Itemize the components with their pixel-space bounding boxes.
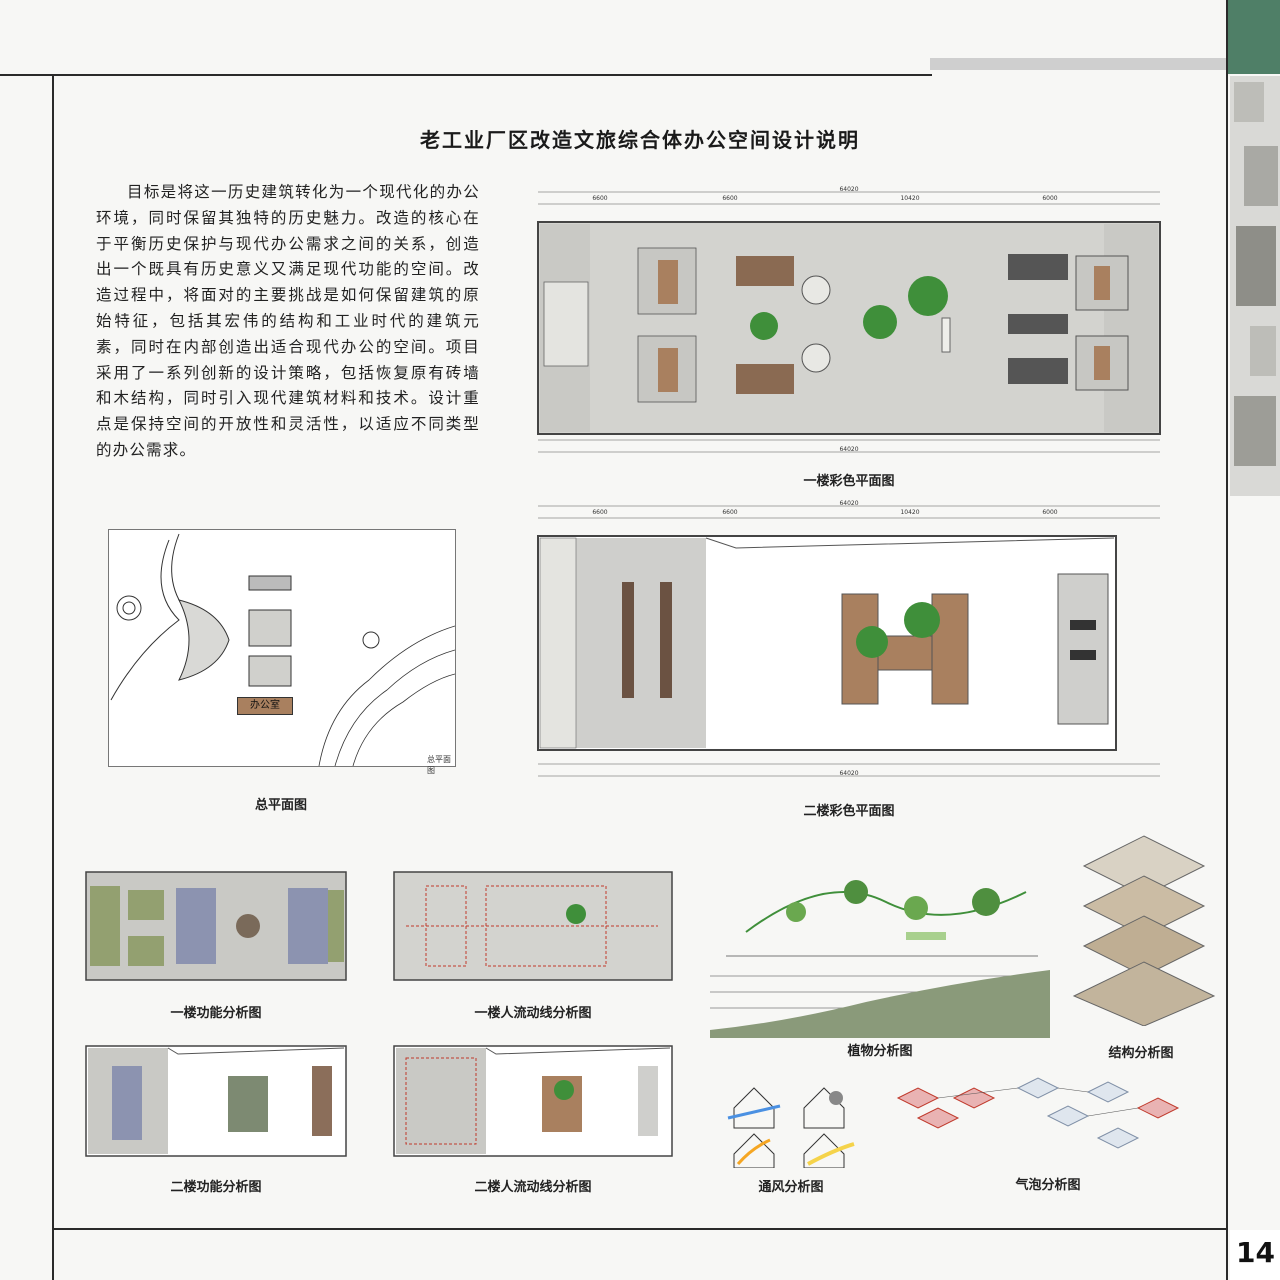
- dim-total-bottom: 64020: [839, 446, 858, 453]
- frame-top-grey-bar: [930, 58, 1226, 70]
- floor2-circulation-analysis: 二楼人流动线分析图: [386, 1030, 680, 1195]
- floor2-function-caption: 二楼功能分析图: [170, 1180, 262, 1195]
- dim-span-b: 10420: [900, 509, 919, 516]
- floor1-color-plan-caption: 一楼彩色平面图: [803, 474, 895, 489]
- page-number-box: [1230, 1230, 1280, 1280]
- dim-span-c: 6000: [1042, 509, 1057, 516]
- ventilation-analysis-caption: 通风分析图: [758, 1180, 824, 1195]
- site-plan: 办公室 总平面图: [108, 529, 456, 775]
- floor1-circulation-analysis: 一楼人流动线分析图: [386, 856, 680, 1021]
- floor1-function-analysis: 一楼功能分析图: [78, 856, 354, 1021]
- dim-span-a-2: 6600: [722, 195, 737, 202]
- ventilation-analysis: 通风分析图: [724, 1068, 858, 1195]
- structure-analysis-caption: 结构分析图: [1108, 1046, 1174, 1061]
- neighbor-page-strip: [1230, 76, 1280, 496]
- site-plan-small-label: 总平面图: [427, 755, 451, 775]
- plant-analysis: 植物分析图: [706, 852, 1054, 1059]
- floor2-color-plan: 64020 64020 6600 6600 10420 6000 二楼彩色平面图: [530, 500, 1168, 819]
- site-plan-office-label: 办公室: [237, 697, 293, 715]
- frame-top-line: [52, 74, 932, 76]
- frame-top-left-line: [0, 74, 52, 76]
- page-title: 老工业厂区改造文旅综合体办公空间设计说明: [420, 128, 860, 152]
- frame-bottom-line: [52, 1228, 1227, 1230]
- floor2-circulation-caption: 二楼人流动线分析图: [474, 1180, 592, 1195]
- floor2-function-analysis: 二楼功能分析图: [78, 1030, 354, 1195]
- dim-span-a-2: 6600: [722, 509, 737, 516]
- site-plan-caption: 总平面图: [254, 798, 307, 813]
- floor1-circulation-caption: 一楼人流动线分析图: [474, 1006, 592, 1021]
- page-number: 14: [1236, 1236, 1275, 1269]
- frame-right-line: [1226, 0, 1228, 1280]
- dim-span-a: 6600: [592, 509, 607, 516]
- floor1-color-plan: 64020 64020 6600 6600 10420 6000 一楼彩色平面图: [530, 186, 1168, 489]
- accent-green-bar: [1228, 0, 1280, 74]
- structure-analysis: 结构分析图: [1064, 826, 1218, 1061]
- dim-total-bottom: 64020: [839, 770, 858, 777]
- dim-total-top: 64020: [839, 186, 858, 193]
- dim-span-c: 6000: [1042, 195, 1057, 202]
- dim-span-b: 10420: [900, 195, 919, 202]
- floor2-color-plan-caption: 二楼彩色平面图: [803, 804, 895, 819]
- design-description: 目标是将这一历史建筑转化为一个现代化的办公环境，同时保留其独特的历史魅力。改造的…: [96, 183, 480, 459]
- frame-left-line: [52, 74, 54, 1280]
- bubble-analysis-caption: 气泡分析图: [1015, 1178, 1081, 1193]
- plant-analysis-caption: 植物分析图: [847, 1044, 913, 1059]
- bubble-analysis: 气泡分析图: [888, 1068, 1208, 1193]
- floor1-function-caption: 一楼功能分析图: [170, 1006, 262, 1021]
- dim-span-a: 6600: [592, 195, 607, 202]
- dim-total-top: 64020: [839, 500, 858, 507]
